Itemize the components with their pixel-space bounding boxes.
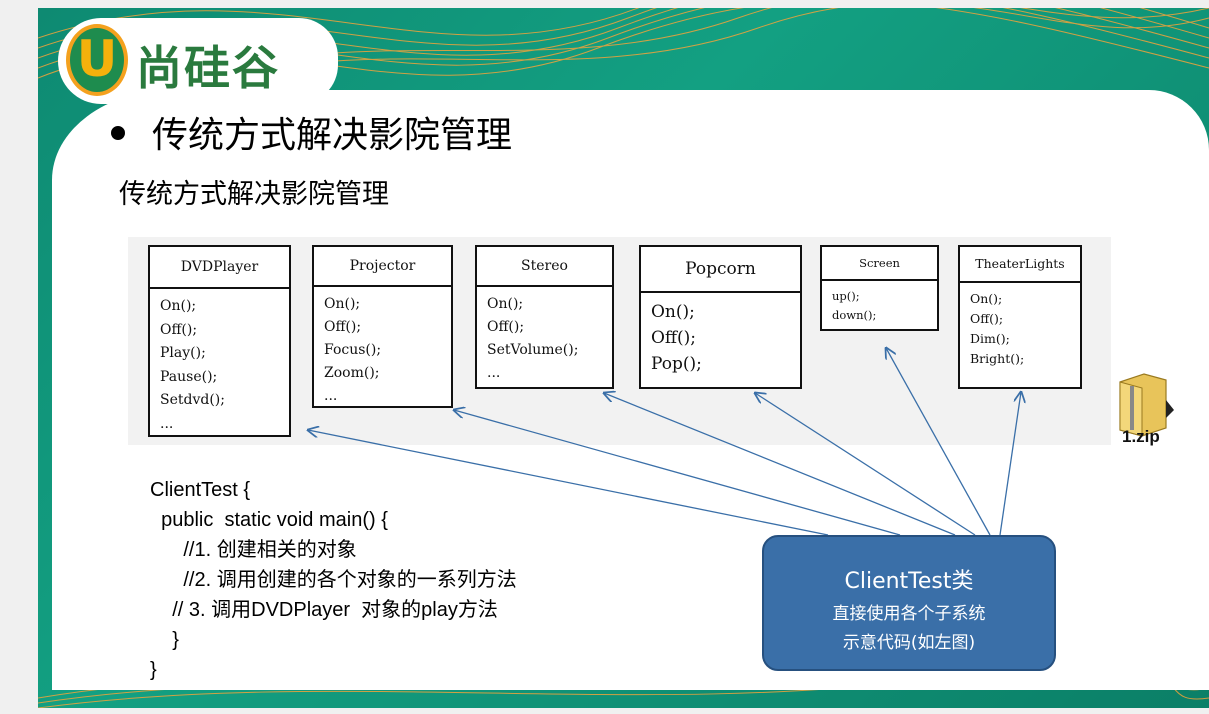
bullet-icon: [111, 126, 125, 140]
uml-method: On();: [160, 298, 197, 314]
uml-method: On();: [970, 291, 1003, 306]
uml-method: Pause();: [160, 368, 218, 385]
clienttest-note-box: ClientTest类 直接使用各个子系统 示意代码(如左图): [762, 535, 1056, 671]
slide-title: 传统方式解决影院管理: [152, 115, 513, 156]
uml-class-name: Stereo: [477, 247, 612, 287]
uml-class-name: Screen: [822, 247, 937, 281]
code-line: }: [150, 659, 157, 681]
uml-class-screen: Screen up(); down();: [820, 245, 939, 331]
code-snippet: ClientTest { public static void main() {…: [150, 475, 517, 685]
uml-method: Setdvd();: [160, 392, 225, 408]
uml-method: Off();: [651, 328, 697, 348]
uml-method: Dim();: [970, 331, 1010, 346]
code-line: ClientTest {: [150, 479, 251, 501]
uml-method-list: On(); Off(); Focus(); Zoom();...: [314, 287, 451, 408]
uml-method: Off();: [487, 319, 525, 335]
note-title: ClientTest类: [844, 569, 974, 594]
uml-method: Off();: [160, 321, 198, 338]
code-line: }: [150, 629, 179, 651]
note-line: 直接使用各个子系统: [832, 604, 986, 624]
arrow-to-dvdplayer: [308, 430, 829, 536]
uml-class-name: TheaterLights: [960, 247, 1080, 283]
uml-method: ...: [160, 415, 174, 432]
uml-method-list: On(); Off(); Dim(); Bright();: [960, 283, 1080, 369]
uml-method: ...: [487, 365, 501, 381]
uml-method: up();: [832, 289, 860, 303]
logo-text: 尚硅谷: [136, 41, 280, 95]
uml-class-name: Popcorn: [641, 247, 800, 293]
uml-method: Off();: [324, 319, 362, 335]
slide-subtitle: 传统方式解决影院管理: [119, 179, 389, 210]
code-line: //2. 调用创建的各个对象的一系列方法: [150, 569, 517, 591]
logo-u-icon: U: [66, 24, 128, 96]
arrow-to-projector: [454, 410, 901, 536]
uml-method-list: up(); down();: [822, 281, 937, 325]
code-line: // 3. 调用DVDPlayer 对象的play方法: [150, 599, 498, 621]
uml-method: On();: [487, 296, 524, 312]
arrow-to-stereo: [604, 393, 956, 536]
uml-method: Pop();: [651, 354, 702, 374]
uml-method-list: On(); Off(); SetVolume();...: [477, 287, 612, 385]
arrow-to-theaterlights: [999, 392, 1021, 536]
logo: U 尚硅谷: [58, 18, 358, 108]
uml-method: Play();: [160, 345, 206, 361]
uml-method-list: On(); Off(); Pop();: [641, 293, 800, 377]
uml-method: Focus();: [324, 342, 382, 358]
zip-folder-icon[interactable]: [1116, 370, 1176, 450]
arrow-to-popcorn: [755, 393, 976, 536]
uml-method: On();: [651, 302, 695, 322]
uml-method: Zoom();: [324, 365, 380, 381]
uml-method: Off();: [970, 311, 1004, 326]
uml-method: ...: [324, 388, 338, 404]
uml-method: down();: [832, 308, 877, 322]
logo-letter: U: [76, 30, 118, 88]
uml-method: On();: [324, 296, 361, 312]
arrow-to-screen: [886, 348, 991, 536]
uml-method-list: On(); Off(); Play(); Pause(); Setdvd();...: [150, 289, 289, 436]
uml-class-name: Projector: [314, 247, 451, 287]
zip-file-label[interactable]: 1.zip: [1122, 427, 1160, 446]
uml-class-name: DVDPlayer: [150, 247, 289, 289]
uml-method: Bright();: [970, 351, 1025, 366]
code-line: //1. 创建相关的对象: [150, 539, 357, 561]
note-line: 示意代码(如左图): [842, 633, 976, 653]
code-line: public static void main() {: [150, 509, 388, 531]
uml-diagram-background: [128, 237, 1111, 445]
uml-method: SetVolume();: [487, 342, 579, 358]
